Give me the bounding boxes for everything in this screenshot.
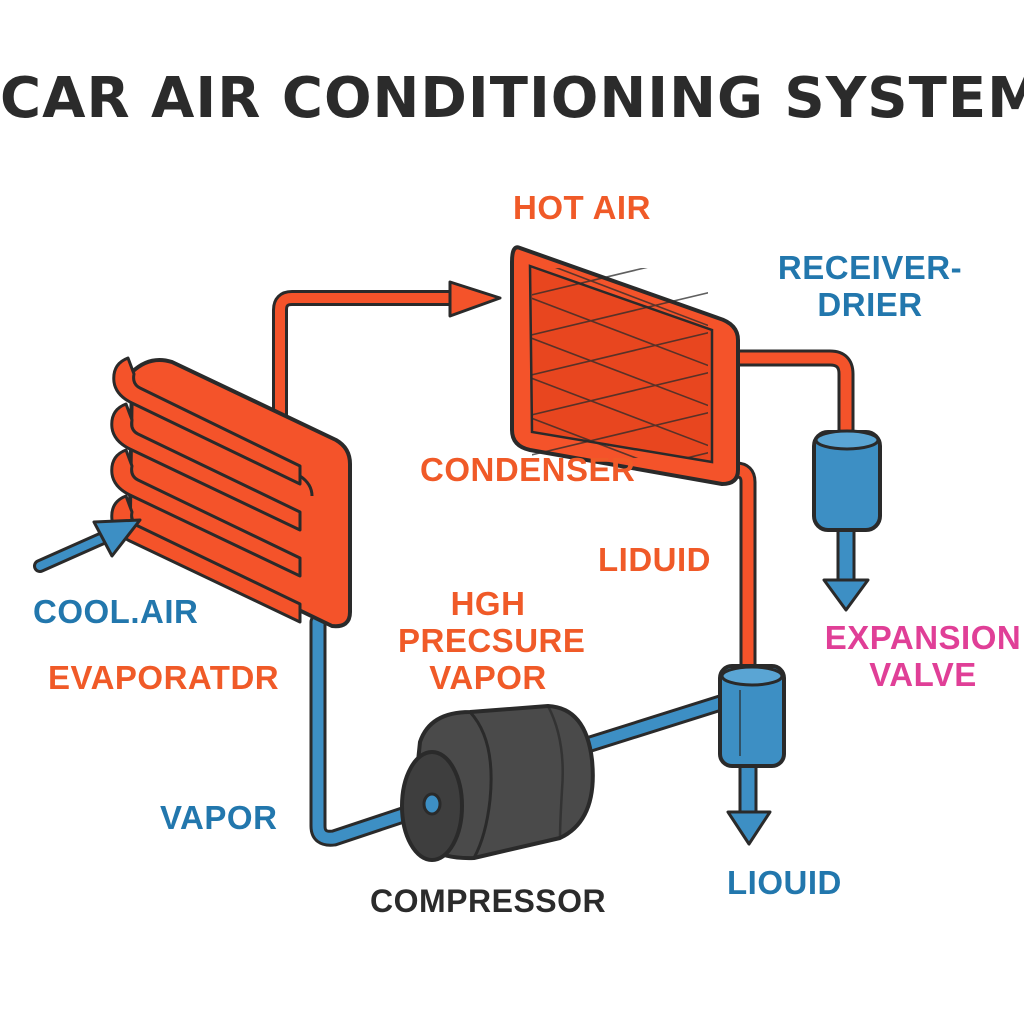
- receiver-drier-icon: [812, 429, 882, 612]
- hot-air-label: HOT AIR: [513, 189, 651, 226]
- cool-air-arrow: [33, 518, 142, 573]
- hot-air-flow-arrow: [448, 280, 502, 318]
- expansion-valve-icon: [718, 664, 786, 846]
- high-pressure-vapor-label-line: HGH: [450, 585, 526, 622]
- liquid-label-bottom: LIOUID: [727, 864, 842, 901]
- compressor-label: COMPRESSOR: [370, 883, 607, 919]
- receiver-drier-label-line: DRIER: [817, 285, 923, 323]
- discharge-line-pipe: [575, 691, 739, 755]
- evaporator-label: EVAPORATDR: [48, 659, 280, 696]
- condenser-icon: [510, 245, 740, 486]
- liquid-label-top: LIDUID: [598, 541, 711, 578]
- expansion-valve-label-line: EXPANSION: [824, 619, 1022, 656]
- receiver-outflow-arrow: [822, 578, 870, 612]
- condenser-to-receiver-pipe: [713, 349, 855, 441]
- compressor-icon: [400, 704, 595, 862]
- cool-air-label: COOL.AIR: [33, 593, 199, 630]
- expansion-valve-label-line: VALVE: [869, 655, 977, 693]
- expansion-valve-label: EXPANSION VALVE: [818, 619, 1024, 694]
- receiver-drier-label-line: RECEIVER-: [777, 249, 963, 286]
- high-pressure-vapor-label-line: VAPOR: [429, 658, 547, 696]
- vapor-label: VAPOR: [160, 799, 278, 836]
- condenser-label: CONDENSER: [420, 451, 636, 488]
- suction-line-pipe: [309, 613, 439, 847]
- high-pressure-vapor-label-line: PRECSURE: [398, 621, 586, 659]
- liquid-line-pipe: [713, 461, 757, 674]
- high-pressure-vapor-label: HGH PRECSURE VAPOR: [398, 585, 586, 697]
- hot-vapor-pipe: [272, 280, 502, 428]
- diagram-title: CAR AIR CONDITIONING SYSTEM: [0, 66, 1024, 131]
- receiver-drier-label: RECEIVER- DRIER: [770, 249, 970, 324]
- liquid-flow-arrow: [726, 810, 772, 846]
- evaporator-icon: [110, 356, 352, 629]
